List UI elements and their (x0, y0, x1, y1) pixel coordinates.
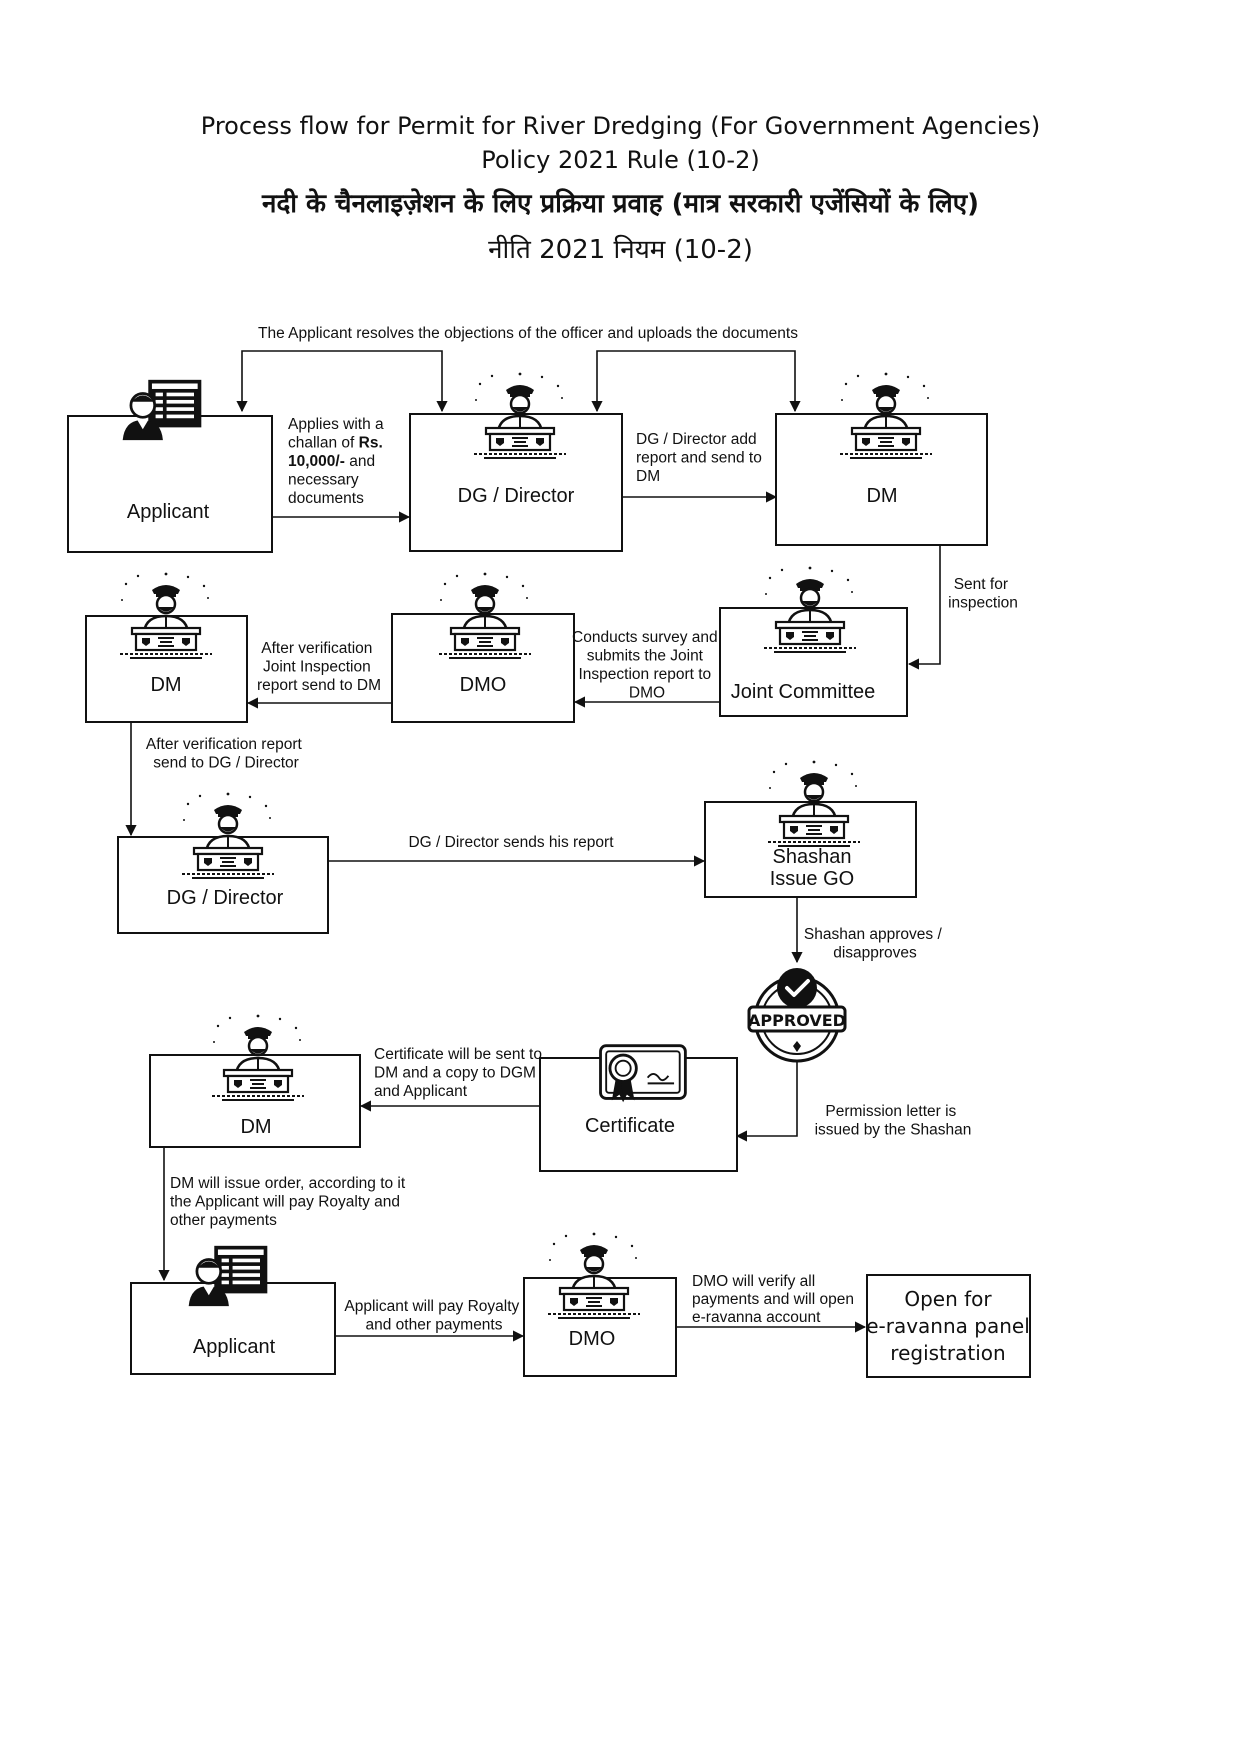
node-applicant-2 (130, 1282, 336, 1375)
title-line-english: Process flow for Permit for River Dredgi… (200, 112, 1041, 140)
node-eravanna (866, 1274, 1031, 1378)
node-label-eravanna-line3: registration (890, 1341, 1005, 1365)
node-label-shashan-line2: Issue GO (770, 868, 854, 890)
node-label-applicant-1: Applicant (127, 501, 210, 523)
edge-label-dm-issue-order: DM will issue order, according to it the… (170, 1175, 409, 1229)
title-line-hindi-policy: नीति 2021 नियम (10-2) (488, 235, 753, 265)
edge-label-applies: Applies with a challan of Rs. 10,000/- a… (288, 416, 388, 507)
edge-label-after-verification-dg: After verification report send to DG / D… (146, 736, 306, 772)
edge-label-certificate-sent: Certificate will be sent to DM and a cop… (374, 1046, 546, 1100)
node-label-eravanna-line1: Open for (904, 1287, 992, 1311)
edge-label-conducts-survey: Conducts survey and submits the Joint In… (572, 629, 722, 702)
edge-label-objections: The Applicant resolves the objections of… (258, 325, 798, 342)
edge-label-after-verification-joint: After verification Joint Inspection repo… (257, 640, 381, 694)
node-label-dmo-1: DMO (460, 674, 507, 696)
node-label-dmo-2: DMO (569, 1328, 616, 1350)
node-applicant-1 (67, 415, 273, 553)
edge-label-sent-for-inspection: Sent for inspection (948, 576, 1018, 612)
edge-label-dmo-verify: DMO will verify all payments and will op… (692, 1273, 858, 1326)
node-certificate (539, 1057, 738, 1172)
edge-label-dg-to-dm: DG / Director add report and send to DM (636, 431, 766, 485)
edge-permission-letter (735, 1062, 798, 1142)
node-shashan (704, 801, 917, 898)
title-line-hindi: नदी के चैनलाइज़ेशन के लिए प्रक्रिया प्रव… (262, 189, 979, 219)
node-label-dg-director-1: DG / Director (458, 485, 575, 507)
approved-stamp-text: APPROVED (748, 1011, 846, 1030)
title-line-policy: Policy 2021 Rule (10-2) (481, 146, 760, 174)
node-label-applicant-2: Applicant (193, 1336, 276, 1358)
node-label-eravanna-line2: e-ravanna panel (866, 1314, 1030, 1338)
edge-objections-loop-1 (236, 350, 448, 413)
edge-label-permission-letter: Permission letter is issued by the Shash… (815, 1103, 972, 1139)
edge-label-shashan-approves: Shashan approves / disapproves (804, 926, 946, 962)
approved-stamp: APPROVED (747, 968, 847, 1063)
node-label-dm-1: DM (866, 485, 897, 507)
edge-sent-for-inspection (907, 545, 941, 670)
edge-label-applicant-pay: Applicant will pay Royalty and other pay… (344, 1298, 523, 1334)
node-label-dm-3: DM (240, 1116, 271, 1138)
node-label-dm-2: DM (150, 674, 181, 696)
node-label-joint-committee: Joint Committee (731, 681, 876, 703)
node-label-dg-director-2: DG / Director (167, 887, 284, 909)
certificate-icon (599, 1044, 687, 1104)
edge-objections-loop-2 (591, 350, 801, 413)
node-label-certificate: Certificate (585, 1115, 675, 1137)
edge-label-dg-sends-report: DG / Director sends his report (408, 834, 614, 851)
node-label-shashan-line1: Shashan (773, 846, 852, 868)
